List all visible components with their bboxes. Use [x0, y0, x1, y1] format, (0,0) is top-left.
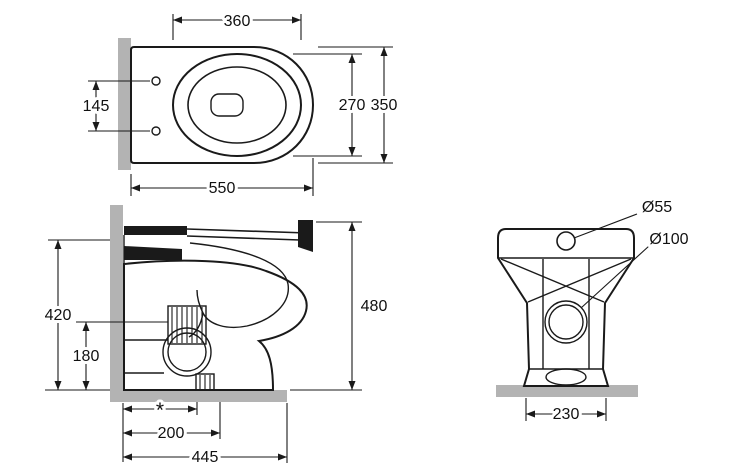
flush-opening	[210, 93, 244, 117]
outlet-pipe-hatched	[167, 305, 207, 345]
dim-label-outlet-depth: 200	[158, 425, 185, 442]
dim-label-outlet-height: 180	[73, 348, 100, 365]
dim-label-opening-depth: 270	[339, 97, 366, 114]
dim-hole-spacing: 145	[80, 80, 150, 132]
dim-label-outlet-diameter: Ø100	[649, 231, 688, 248]
outlet-hole-inner	[548, 304, 584, 340]
pipe-body	[167, 305, 207, 345]
outlet-elbow-inner	[167, 332, 207, 372]
pan-outline-front	[497, 228, 635, 387]
rim-section-rear	[124, 246, 182, 260]
base-outlet-ellipse	[545, 368, 587, 386]
dim-label-overall-length: 550	[209, 180, 236, 197]
dim-label-base-width: 230	[553, 406, 580, 423]
fixing-hole	[151, 126, 161, 136]
bowl-opening	[187, 66, 287, 144]
dim-rim-height: 420	[42, 239, 110, 391]
bowl-inner-profile	[189, 242, 289, 329]
outlet-elbow-outer	[162, 327, 212, 377]
outlet-hole-outer	[544, 300, 588, 344]
side-view: 420 180 480 * 200	[42, 205, 390, 469]
floor-section-side-view	[123, 390, 287, 402]
callout-small-hole: Ø55	[573, 196, 675, 239]
rim-section-front	[298, 220, 313, 252]
seat-outer-ring	[172, 53, 302, 157]
dim-label-opening-width: 360	[224, 13, 251, 30]
front-view: Ø55 Ø100 230	[496, 196, 692, 426]
dim-overall-depth: 445	[123, 403, 288, 469]
dim-base-width: 230	[525, 398, 607, 426]
leader-line	[573, 213, 638, 239]
callout-outlet-hole: Ø100	[580, 228, 692, 309]
floor-section-front-view	[496, 385, 638, 397]
dim-outlet-depth: 200	[123, 402, 221, 445]
inner-bowl-edge	[527, 258, 632, 303]
fixing-hole	[151, 76, 161, 86]
pan-outline-side	[123, 259, 308, 391]
dim-label-overall-height: 480	[361, 298, 388, 315]
wall-section-side-view	[110, 205, 123, 402]
dim-opening-width: 360	[172, 10, 302, 40]
inner-bowl-edge	[500, 258, 605, 303]
dim-overall-width: 350	[318, 46, 400, 164]
water-inlet-hole	[556, 231, 576, 251]
dim-label-overall-depth: 445	[192, 449, 219, 466]
dim-opening-depth: 270	[293, 53, 368, 157]
wall-section-top-view	[118, 38, 131, 170]
dim-label-overall-width: 350	[371, 97, 398, 114]
dim-outlet-height: 180	[70, 321, 168, 390]
seat-top-line	[186, 228, 308, 234]
seat-bottom-line	[186, 235, 301, 241]
dim-label-rim-height: 420	[45, 307, 72, 324]
dim-label-hole-spacing: 145	[83, 98, 110, 115]
dim-label-outlet-offset: *	[156, 399, 164, 422]
floor-outlet-stub	[195, 373, 215, 391]
top-view: 360 145 270 350 550	[80, 10, 401, 200]
leader-line	[580, 245, 650, 309]
dim-overall-length: 550	[130, 158, 314, 200]
dim-overall-height: 480	[290, 221, 390, 391]
dim-label-small-hole-diameter: Ø55	[642, 199, 672, 216]
seat-section-rear	[124, 226, 187, 235]
